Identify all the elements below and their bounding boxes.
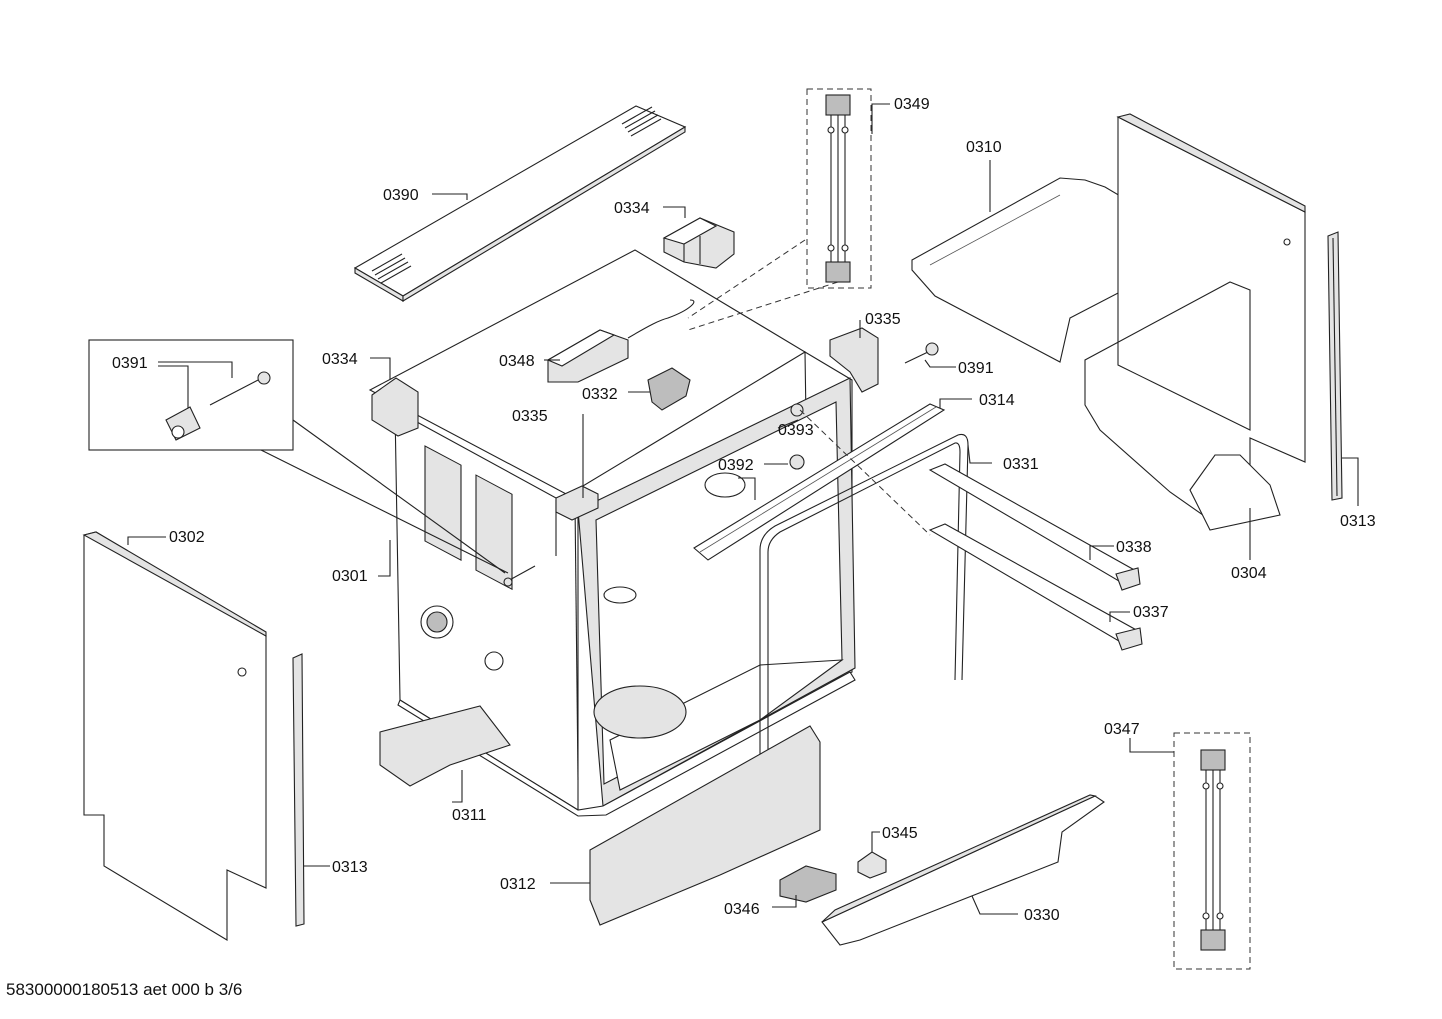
part-0338-rail (928, 463, 1141, 591)
label-leaders (127, 103, 1359, 915)
part-0337-rail (928, 523, 1143, 651)
label-0302: 0302 (169, 529, 205, 546)
label-0349: 0349 (894, 96, 930, 113)
part-0302-side-panel (82, 531, 267, 941)
label-0312: 0312 (500, 876, 536, 893)
label-0334-left: 0334 (322, 351, 358, 368)
inset-0391-screw-detail (88, 339, 536, 587)
label-0391-right: 0391 (958, 360, 994, 377)
label-0346: 0346 (724, 901, 760, 918)
label-0338: 0338 (1116, 539, 1152, 556)
label-0311: 0311 (452, 807, 487, 824)
label-0348: 0348 (499, 353, 535, 370)
part-0330-base-tray (821, 794, 1105, 946)
label-0310: 0310 (966, 139, 1002, 156)
part-0390-top-plate (353, 105, 687, 302)
part-0335-right-clip (829, 327, 879, 393)
part-0345-clip (857, 851, 887, 879)
part-0392-bushing (789, 454, 805, 470)
label-0304: 0304 (1231, 565, 1267, 582)
label-0393: 0393 (778, 422, 814, 439)
label-0345: 0345 (882, 825, 918, 842)
part-0346-switch (779, 865, 837, 903)
part-0391-right-screw (904, 342, 939, 364)
label-0334-top: 0334 (614, 200, 650, 217)
part-0331-u-seal (759, 433, 969, 795)
part-0334-left-clip (371, 377, 419, 437)
part-0311-foam-base (379, 705, 511, 787)
part-0348-bracket (546, 299, 695, 383)
label-0314: 0314 (979, 392, 1015, 409)
label-0390: 0390 (383, 187, 419, 204)
part-labels: 0390 0334 0349 0310 0391 0334 0348 0335 … (112, 96, 1376, 924)
label-0313-right: 0313 (1340, 513, 1376, 530)
part-0347-cable (1173, 732, 1251, 970)
label-0337: 0337 (1133, 604, 1169, 621)
label-0335-left: 0335 (512, 408, 548, 425)
part-0332-lock (647, 367, 691, 411)
label-0301: 0301 (332, 568, 368, 585)
part-0349-cable (806, 88, 872, 289)
part-0313-right-strip (1327, 231, 1343, 501)
part-0312-foam-front (589, 725, 821, 926)
label-0392: 0392 (718, 457, 754, 474)
part-0334-top-bracket (662, 217, 735, 269)
part-0313-left-strip (292, 653, 305, 927)
part-0314-seal (693, 403, 946, 561)
label-0331: 0331 (1003, 456, 1039, 473)
part-0304-side-panel (1084, 113, 1306, 531)
document-code: 58300000180513 aet 000 b 3/6 (6, 980, 243, 999)
label-0332: 0332 (582, 386, 618, 403)
label-0313-left: 0313 (332, 859, 368, 876)
dashed-leaders (687, 239, 931, 536)
label-0347: 0347 (1104, 721, 1140, 738)
label-0335-right: 0335 (865, 311, 901, 328)
part-0393-bushing (790, 403, 804, 417)
part-0335-left-clip (555, 485, 599, 521)
label-0330: 0330 (1024, 907, 1060, 924)
label-0391-inset: 0391 (112, 355, 148, 372)
